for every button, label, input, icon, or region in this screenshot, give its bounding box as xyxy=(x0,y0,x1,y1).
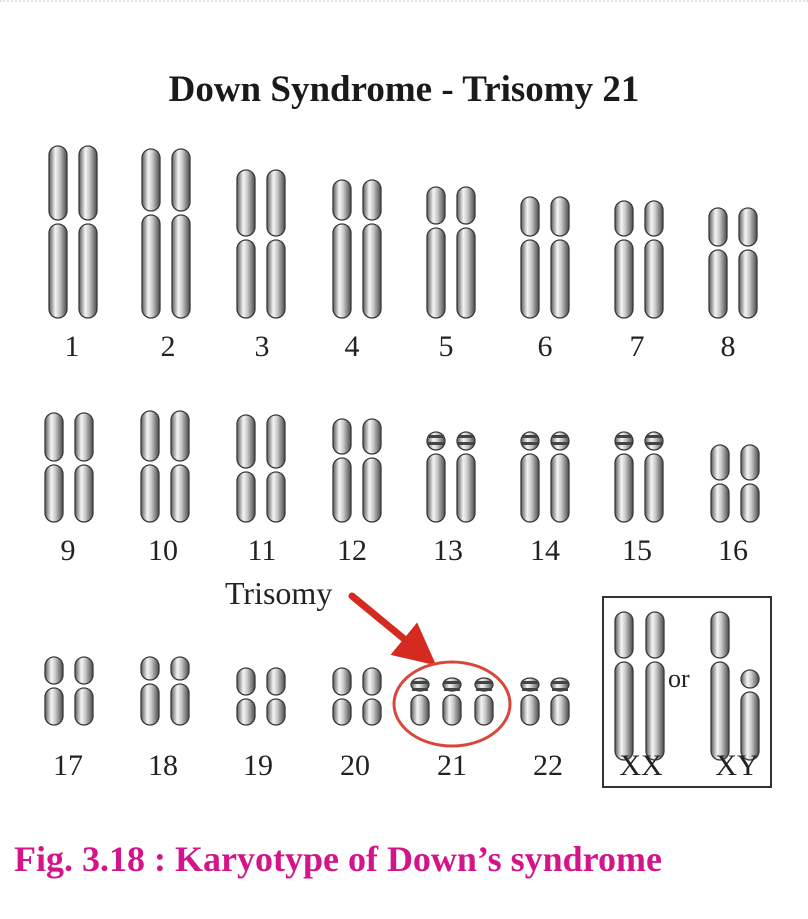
chromosome-7-copy-1 xyxy=(615,201,633,318)
label-chromosome-8: 8 xyxy=(721,330,736,363)
chromosome-1-copy-2 xyxy=(79,146,97,318)
chromosome-14-copy-2 xyxy=(551,432,569,522)
label-chromosome-20: 20 xyxy=(340,749,370,782)
chromosome-7-copy-2 xyxy=(645,201,663,318)
chromosome-16-copy-2 xyxy=(741,445,759,522)
chromosome-2-copy-1 xyxy=(142,149,160,318)
chromosome-18-copy-2 xyxy=(171,657,189,725)
chromosome-9-copy-2 xyxy=(75,413,93,522)
chromosome-20-copy-1 xyxy=(333,668,351,725)
chromosome-13-copy-2 xyxy=(457,432,475,522)
label-chromosome-6: 6 xyxy=(538,330,553,363)
chromosome-12-copy-2 xyxy=(363,419,381,522)
chromosome-21-copy-3 xyxy=(475,678,493,725)
x-chromosome-1 xyxy=(615,612,633,760)
label-chromosome-16: 16 xyxy=(718,534,748,567)
chromosome-21-copy-1 xyxy=(411,678,429,725)
trisomy-label: Trisomy xyxy=(225,575,332,611)
label-chromosome-2: 2 xyxy=(161,330,176,363)
chromosome-4-copy-2 xyxy=(363,180,381,318)
label-chromosome-3: 3 xyxy=(255,330,270,363)
chromosome-5-copy-1 xyxy=(427,187,445,318)
label-chromosome-11: 11 xyxy=(248,534,277,567)
chromosome-11-copy-1 xyxy=(237,415,255,522)
chromosome-8-copy-1 xyxy=(709,208,727,318)
chromosome-10-copy-1 xyxy=(141,411,159,522)
x-chromosome-2 xyxy=(646,612,664,760)
label-xy: XY xyxy=(715,749,758,782)
chromosome-2-copy-2 xyxy=(172,149,190,318)
chromosome-1-copy-1 xyxy=(49,146,67,318)
chromosome-16-copy-1 xyxy=(711,445,729,522)
chromosome-19-copy-1 xyxy=(237,668,255,725)
label-chromosome-14: 14 xyxy=(530,534,560,567)
x-chromosome-xy xyxy=(711,612,729,760)
label-chromosome-1: 1 xyxy=(65,330,80,363)
chromosome-15-copy-1 xyxy=(615,432,633,522)
label-chromosome-7: 7 xyxy=(630,330,645,363)
or-label: or xyxy=(668,664,690,693)
label-chromosome-18: 18 xyxy=(148,749,178,782)
chromosome-6-copy-2 xyxy=(551,197,569,318)
label-chromosome-13: 13 xyxy=(433,534,463,567)
chromosome-17-copy-1 xyxy=(45,657,63,725)
label-chromosome-12: 12 xyxy=(337,534,367,567)
chromosome-18-copy-1 xyxy=(141,657,159,725)
chromosome-12-copy-1 xyxy=(333,419,351,522)
y-chromosome xyxy=(741,670,759,760)
chromosome-6-copy-1 xyxy=(521,197,539,318)
label-chromosome-4: 4 xyxy=(345,330,360,363)
chromosome-22-copy-2 xyxy=(551,678,569,725)
chromosome-20-copy-2 xyxy=(363,668,381,725)
chromosome-9-copy-1 xyxy=(45,413,63,522)
label-chromosome-17: 17 xyxy=(53,749,83,782)
label-chromosome-15: 15 xyxy=(622,534,652,567)
chromosome-8-copy-2 xyxy=(739,208,757,318)
chromosome-17-copy-2 xyxy=(75,657,93,725)
chromosome-4-copy-1 xyxy=(333,180,351,318)
chromosome-15-copy-2 xyxy=(645,432,663,522)
chromosome-11-copy-2 xyxy=(267,415,285,522)
chromosome-10-copy-2 xyxy=(171,411,189,522)
chromosome-13-copy-1 xyxy=(427,432,445,522)
chromosome-5-copy-2 xyxy=(457,187,475,318)
chromosome-21-copy-2 xyxy=(443,678,461,725)
trisomy-arrow xyxy=(352,596,420,652)
label-chromosome-22: 22 xyxy=(533,749,563,782)
label-xx: XX xyxy=(619,749,663,782)
figure-caption: Fig. 3.18 : Karyotype of Down’s syndrome xyxy=(14,838,662,880)
chromosome-3-copy-2 xyxy=(267,170,285,318)
chromosome-22-copy-1 xyxy=(521,678,539,725)
chromosome-3-copy-1 xyxy=(237,170,255,318)
label-chromosome-19: 19 xyxy=(243,749,273,782)
chromosome-14-copy-1 xyxy=(521,432,539,522)
label-chromosome-9: 9 xyxy=(61,534,76,567)
label-chromosome-10: 10 xyxy=(148,534,178,567)
chromosome-19-copy-2 xyxy=(267,668,285,725)
label-chromosome-21: 21 xyxy=(437,749,467,782)
label-chromosome-5: 5 xyxy=(439,330,454,363)
